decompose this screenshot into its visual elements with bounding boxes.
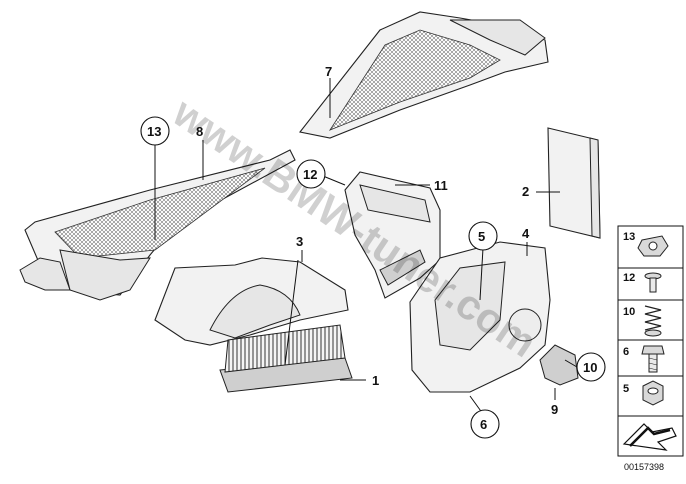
legend-label-13: 13 (623, 231, 635, 243)
legend-label-5: 5 (623, 383, 629, 395)
callout-4: 4 (522, 226, 530, 241)
callout-9: 9 (551, 402, 558, 417)
callout-10-circle (576, 352, 606, 382)
callout-13: 13 (147, 124, 161, 139)
callout-6-circle (470, 409, 500, 439)
legend-label-6: 6 (623, 346, 629, 358)
part-8-cowl-cover-left (19, 149, 296, 301)
callout-8: 8 (196, 124, 203, 139)
callout-2: 2 (522, 184, 529, 199)
fastener-legend: 13 12 10 6 5 (617, 225, 684, 457)
direction-arrow-icon (622, 423, 677, 451)
spring-icon (644, 305, 662, 337)
callout-13-circle (140, 116, 170, 146)
part-7-cowl-cover-right (299, 11, 549, 139)
part-3-air-duct (154, 257, 349, 346)
callout-11: 11 (434, 178, 448, 193)
legend-label-12: 12 (623, 272, 635, 284)
rivet-icon (644, 272, 662, 293)
callout-7: 7 (325, 64, 332, 79)
callout-3: 3 (296, 234, 303, 249)
callout-12-circle (296, 159, 326, 189)
hex-nut-icon (642, 380, 664, 406)
legend-label-10: 10 (623, 306, 635, 318)
callout-5: 5 (478, 229, 485, 244)
callout-12: 12 (303, 167, 317, 182)
callout-10: 10 (583, 360, 597, 375)
callout-5-circle (468, 221, 498, 251)
clip-nut-icon (637, 235, 669, 257)
callout-6: 6 (480, 417, 487, 432)
part-11-housing (344, 171, 441, 299)
part-2-filter-element (547, 127, 601, 239)
hex-bolt-icon (641, 345, 665, 373)
part-9-bracket (539, 344, 579, 386)
reference-number: 00157398 (624, 462, 664, 472)
part-4-bulkhead-plate (409, 241, 551, 393)
callout-1: 1 (372, 373, 379, 388)
part-1-microfilter (219, 324, 353, 393)
